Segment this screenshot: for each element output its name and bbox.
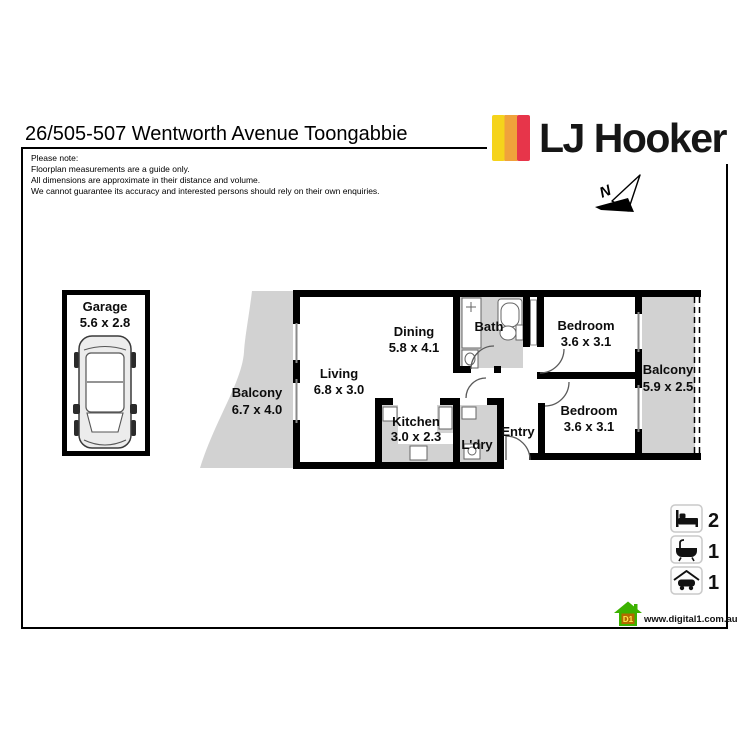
carport-icon: [673, 570, 700, 591]
page-title: 26/505-507 Wentworth Avenue Toongabbie: [25, 123, 408, 145]
kitchen-sink: [409, 445, 428, 461]
bathtub-inner: [500, 302, 520, 328]
room-dims: 3.6 x 3.1: [564, 419, 615, 434]
room-dims: 3.0 x 2.3: [391, 429, 442, 444]
kitchen-fridge: [438, 406, 453, 430]
provider-url: www.digital1.com.au: [643, 614, 738, 625]
walls: [293, 290, 701, 469]
toilet-fixture: [499, 325, 517, 341]
bed-icon: [676, 510, 698, 527]
agency-name: LJ Hooker: [539, 114, 728, 161]
door-swings: [465, 345, 570, 461]
fixtures: [382, 297, 537, 461]
note-line: Floorplan measurements are a guide only.: [31, 164, 190, 175]
shower-fixture: [461, 297, 482, 349]
room-label: Kitchen: [392, 414, 440, 429]
laundry-bench: [461, 406, 477, 420]
room-dims: 5.9 x 2.5: [643, 379, 694, 394]
agency-logo: LJ Hooker: [487, 112, 734, 164]
room-dims: 5.8 x 4.1: [389, 340, 440, 355]
windows: [295, 312, 640, 432]
hall-cupboard: [530, 299, 537, 346]
balcony-right-floor: [642, 297, 695, 453]
laundry-door-arc: [465, 377, 487, 399]
room-label: Balcony: [232, 385, 283, 400]
disclaimer-note: Please note: Floorplan measurements are …: [31, 153, 380, 197]
shaded-floors: [200, 291, 695, 468]
bath-door-arc: [470, 345, 495, 370]
balcony-left-floor: [200, 291, 293, 468]
room-label: L'dry: [461, 437, 493, 452]
toilet-tank: [515, 324, 524, 341]
room-label: Entry: [501, 424, 535, 439]
balcony-railing: [693, 297, 701, 453]
room-label: Bedroom: [560, 403, 617, 418]
room-label: Garage: [83, 299, 128, 314]
room-dims: 6.7 x 4.0: [232, 402, 283, 417]
bathroom-count: 1: [708, 541, 719, 563]
bedroom-count: 2: [708, 510, 719, 532]
bedroom-bottom-door-arc: [544, 381, 570, 407]
room-label: Balcony: [643, 362, 694, 377]
note-line: Please note:: [31, 153, 79, 163]
room-label: Dining: [394, 324, 434, 339]
bedroom-top-door-arc: [539, 348, 565, 374]
room-label: Bath: [475, 319, 504, 334]
compass-n-label: N: [597, 181, 614, 201]
note-line: We cannot guarantee its accuracy and int…: [31, 186, 380, 197]
room-dims: 5.6 x 2.8: [80, 315, 131, 330]
north-arrow-icon: N: [595, 174, 641, 212]
room-dims: 6.8 x 3.0: [314, 382, 365, 397]
provider-house-icon: [614, 601, 642, 613]
entry-door-arc: [505, 435, 531, 461]
note-line: All dimensions are approximate in their …: [31, 175, 261, 186]
provider-badge: D1: [623, 615, 634, 624]
room-label: Living: [320, 366, 358, 381]
bathtub-icon: [676, 539, 697, 562]
washing-machine-door: [467, 446, 477, 456]
provider-logo: D1 www.digital1.com.au: [614, 601, 738, 626]
room-labels: Balcony 6.7 x 4.0 Living 6.8 x 3.0 Dinin…: [232, 318, 694, 452]
kitchen-appliance: [382, 406, 398, 422]
room-label: Bedroom: [557, 318, 614, 333]
agency-logo-stripes-icon: [492, 115, 530, 161]
property-summary: 2 1 1: [670, 504, 719, 595]
car-top-view-icon: [73, 335, 137, 449]
room-dims: 3.6 x 3.1: [561, 334, 612, 349]
car-count: 1: [708, 572, 719, 594]
garage-room: Garage 5.6 x 2.8: [62, 290, 150, 456]
